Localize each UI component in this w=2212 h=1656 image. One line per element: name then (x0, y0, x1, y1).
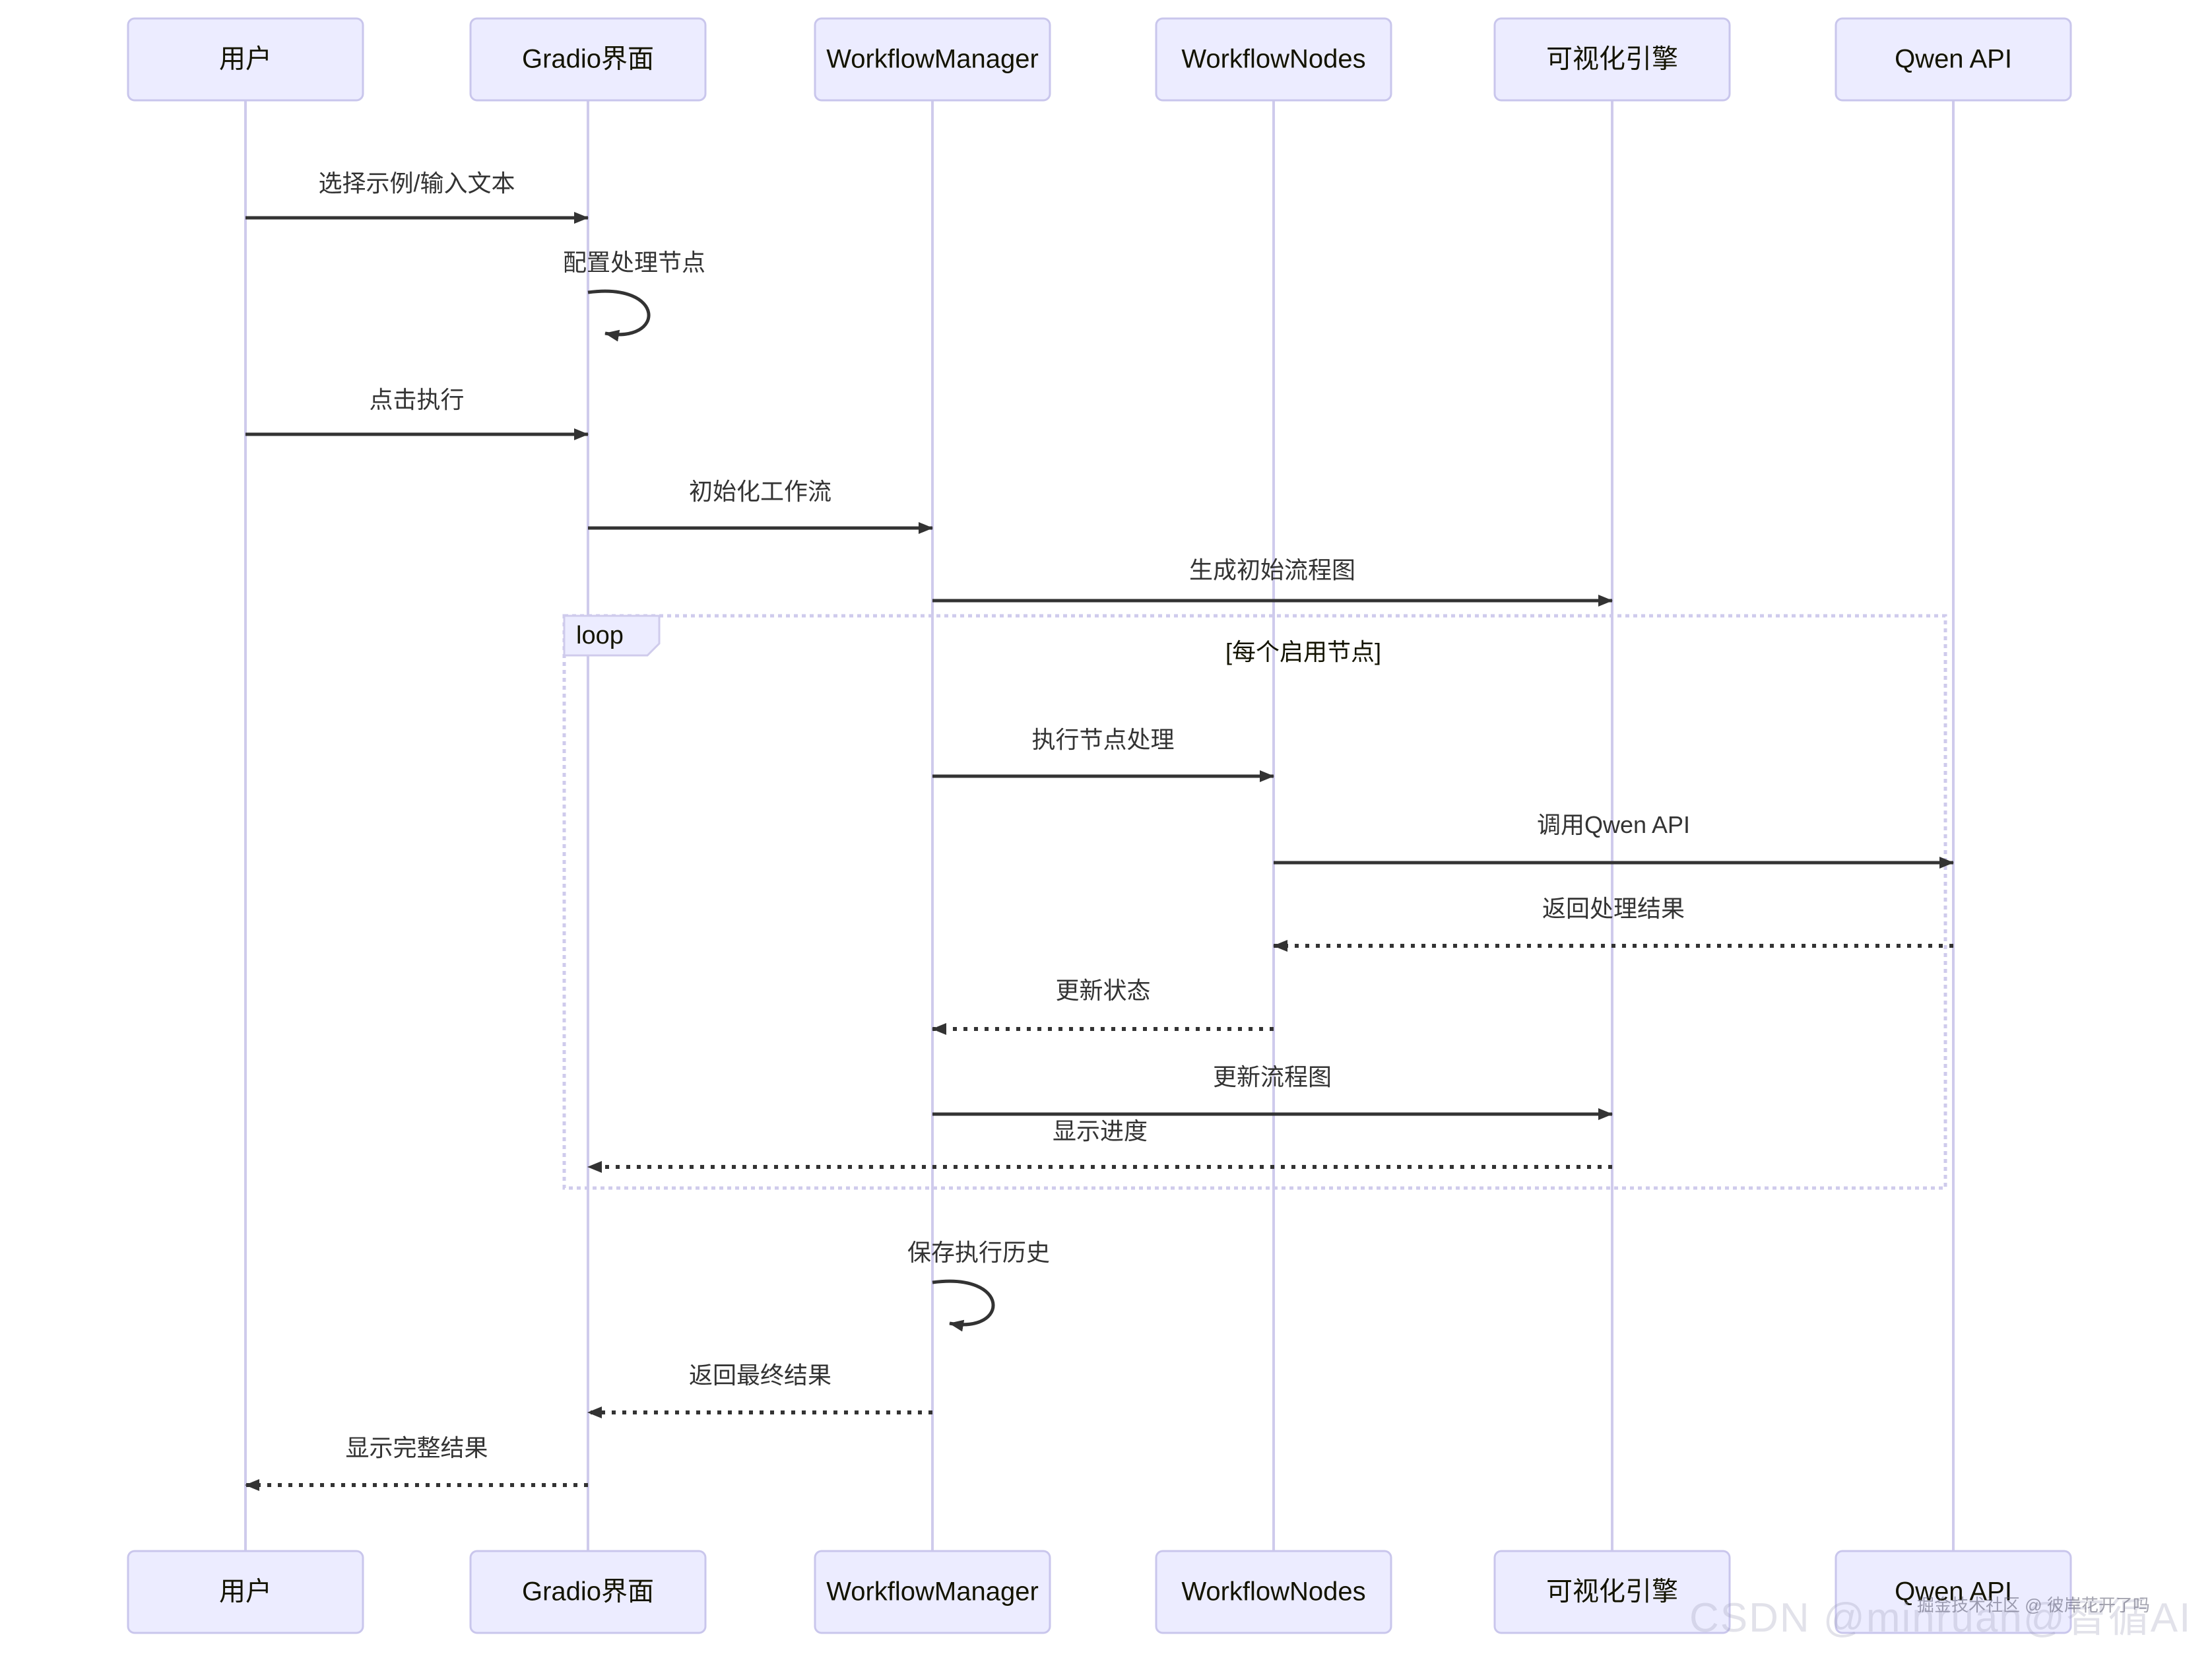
participant-box-viz-bottom[interactable] (1493, 1550, 1731, 1634)
actor-boxes-top: 用户 Gradio界面 WorkflowManager WorkflowNodes 可视… (127, 17, 2072, 102)
participant-box-manager-bottom[interactable] (814, 1550, 1051, 1634)
participant-box-qwen-bottom[interactable] (1835, 1550, 2072, 1634)
messages-group: 选择示例/输入文本配置处理节点点击执行初始化工作流生成初始流程图执行节点处理调用… (245, 170, 1954, 1491)
participant-label-gradio-bottom: Gradio界面 (522, 1577, 654, 1606)
participant-label-nodes-bottom: WorkflowNodes (1181, 1577, 1365, 1606)
message-label-m3: 点击执行 (369, 386, 464, 413)
loop-fragment-frame (562, 614, 1947, 1190)
participant-label-user-top: 用户 (219, 45, 272, 74)
participant-box-user-bottom[interactable] (127, 1550, 364, 1634)
participant-box-gradio-bottom[interactable] (469, 1550, 707, 1634)
participant-label-manager-bottom: WorkflowManager (826, 1577, 1039, 1606)
participant-box-gradio-top[interactable] (469, 17, 707, 102)
message-label-m9: 更新状态 (1055, 977, 1150, 1004)
message-label-m5: 生成初始流程图 (1189, 556, 1355, 583)
participant-label-qwen-top: Qwen API (1895, 45, 2012, 74)
message-arrow-m2 (587, 289, 651, 342)
message-label-m8: 返回处理结果 (1542, 895, 1685, 922)
participant-label-gradio-top: Gradio界面 (522, 45, 654, 74)
lifelines-group (244, 100, 1955, 1551)
message-label-m2: 配置处理节点 (563, 249, 705, 276)
participant-box-viz-top[interactable] (1493, 17, 1731, 102)
participant-box-manager-top[interactable] (814, 17, 1051, 102)
message-arrow-m12 (932, 1279, 995, 1332)
loop-keyword-tag (563, 614, 661, 657)
message-label-m6: 执行节点处理 (1031, 726, 1174, 753)
message-label-m4: 初始化工作流 (689, 478, 831, 505)
participant-label-nodes-top: WorkflowNodes (1181, 45, 1365, 74)
participant-box-qwen-top[interactable] (1835, 17, 2072, 102)
juejin-watermark: 掘金技术社区 @ 彼岸花开了吗 (1917, 1595, 2150, 1615)
participant-label-user-bottom: 用户 (219, 1577, 272, 1606)
message-label-m7: 调用Qwen API (1537, 811, 1690, 838)
loop-fragment-group: loop [每个启用节点] (562, 614, 1947, 1190)
loop-condition-label: [每个启用节点] (1225, 638, 1381, 665)
participant-box-nodes-top[interactable] (1155, 17, 1392, 102)
participant-label-viz-top: 可视化引擎 (1546, 45, 1678, 74)
message-label-m10: 更新流程图 (1213, 1063, 1332, 1090)
message-label-m13: 返回最终结果 (689, 1362, 831, 1389)
message-label-m11: 显示进度 (1053, 1117, 1148, 1144)
participant-label-viz-bottom: 可视化引擎 (1546, 1577, 1678, 1606)
participant-box-nodes-bottom[interactable] (1155, 1550, 1392, 1634)
message-label-m14: 显示完整结果 (345, 1434, 488, 1461)
message-label-m12: 保存执行历史 (907, 1239, 1050, 1266)
participant-label-manager-top: WorkflowManager (826, 45, 1039, 74)
csdn-watermark: CSDN @minruan@智循AI (1689, 1595, 2192, 1641)
participant-box-user-top[interactable] (127, 17, 364, 102)
loop-keyword-label: loop (576, 622, 624, 649)
message-label-m1: 选择示例/输入文本 (318, 170, 515, 197)
actor-boxes-bottom: 用户 Gradio界面 WorkflowManager WorkflowNodes 可视… (127, 1550, 2072, 1634)
participant-label-qwen-bottom: Qwen API (1895, 1577, 2012, 1606)
